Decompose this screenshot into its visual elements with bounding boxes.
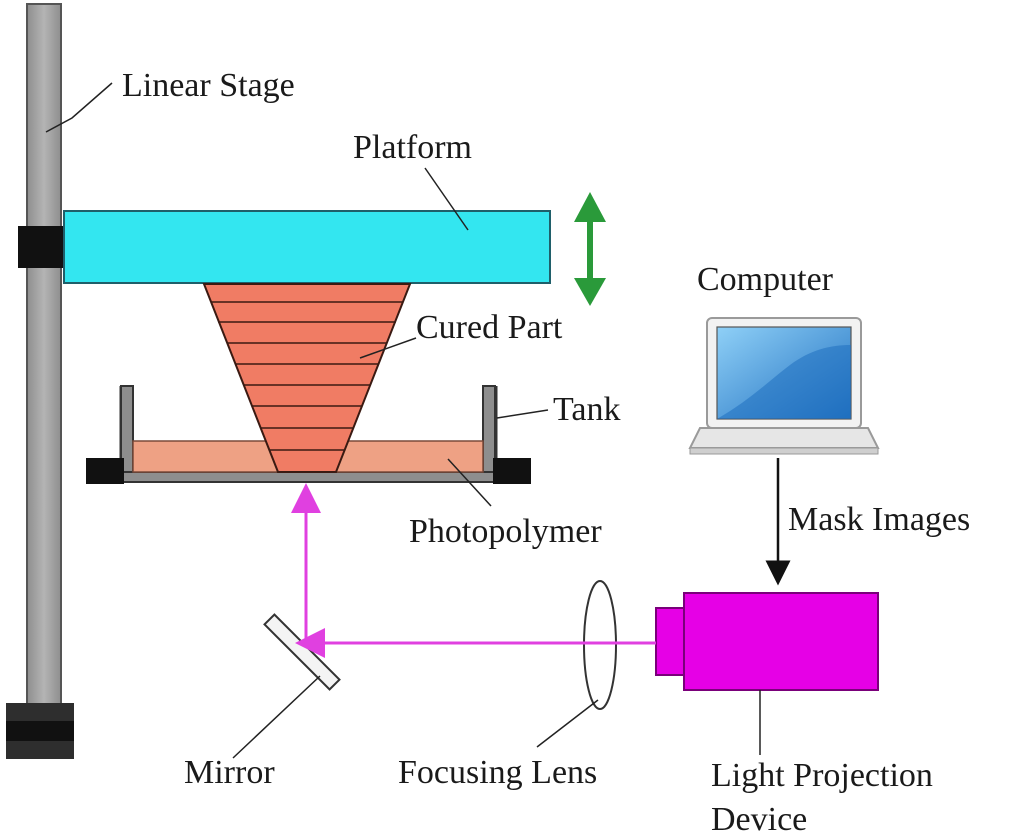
cured-part <box>202 283 412 473</box>
label-linear-stage: Linear Stage <box>122 67 295 104</box>
tank <box>86 385 531 484</box>
label-focusing-lens: Focusing Lens <box>398 754 597 791</box>
laptop-icon <box>688 317 880 455</box>
light-beam <box>291 483 656 658</box>
linear-stage <box>6 3 74 759</box>
label-cured-part: Cured Part <box>416 309 563 346</box>
light-projection-device <box>655 592 879 691</box>
leader-lines <box>45 82 761 759</box>
platform <box>63 210 551 284</box>
label-tank: Tank <box>553 391 621 428</box>
label-mask-images: Mask Images <box>788 501 970 538</box>
focusing-lens <box>583 580 617 710</box>
label-platform: Platform <box>353 129 472 166</box>
label-mirror: Mirror <box>184 754 275 791</box>
label-light-projection-line2: Device <box>711 801 807 838</box>
label-computer: Computer <box>697 261 834 298</box>
mirror <box>263 613 341 691</box>
label-photopolymer: Photopolymer <box>409 513 602 550</box>
label-light-projection-line1: Light Projection <box>711 757 933 794</box>
double-arrow-vertical-icon <box>574 192 606 306</box>
